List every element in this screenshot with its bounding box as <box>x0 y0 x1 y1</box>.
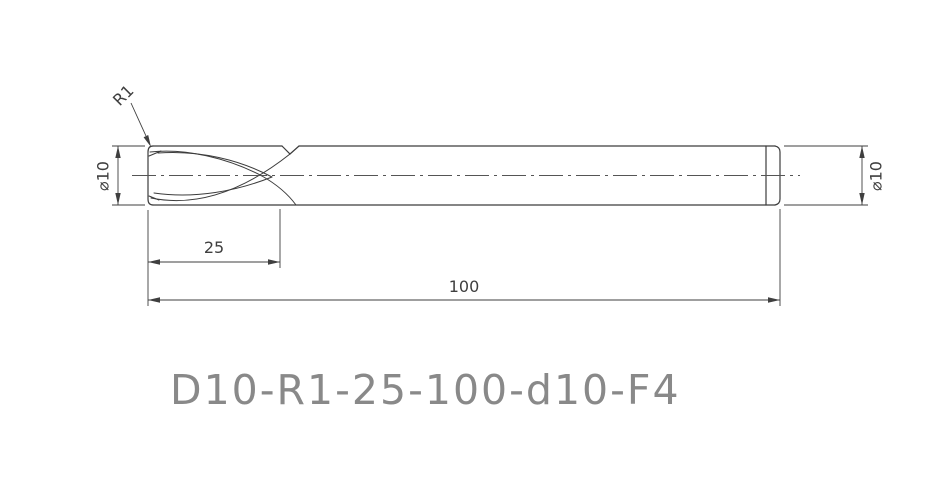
flute-face-lower <box>153 176 273 196</box>
arrowhead-up <box>115 146 121 158</box>
dim-diameter-right <box>784 145 868 206</box>
dim-corner-radius <box>130 102 151 147</box>
arrowhead-right <box>268 259 280 265</box>
dim-diameter-right-label: ⌀10 <box>867 161 886 191</box>
dim-corner-radius-label: R1 <box>109 81 137 109</box>
arrowhead-right <box>768 297 780 303</box>
flute-helix-back <box>150 153 291 201</box>
arrowhead-down <box>859 193 865 205</box>
dim-flute-length-label: 25 <box>204 238 224 257</box>
dim-diameter-left <box>112 145 145 206</box>
end-tooth-lower <box>148 195 160 201</box>
arrowhead-left <box>148 259 160 265</box>
arrowhead-up <box>859 146 865 158</box>
dim-overall-length-label: 100 <box>449 277 480 296</box>
dim-overall-length <box>148 209 781 306</box>
arrowhead-down <box>115 193 121 205</box>
arrowhead-left <box>148 297 160 303</box>
leader-line <box>130 102 147 137</box>
flute-helix-front <box>149 150 297 206</box>
end-tooth-upper <box>148 150 162 157</box>
flute-runout-notch <box>281 145 300 155</box>
arrowhead-leader <box>143 135 151 147</box>
dim-flute-length <box>147 209 281 306</box>
tool-outline <box>147 145 781 206</box>
part-number-label: D10-R1-25-100-d10-F4 <box>170 366 681 414</box>
flute-face-upper <box>157 151 273 178</box>
tool-flutes <box>148 150 297 206</box>
dim-diameter-left-label: ⌀10 <box>94 161 113 191</box>
